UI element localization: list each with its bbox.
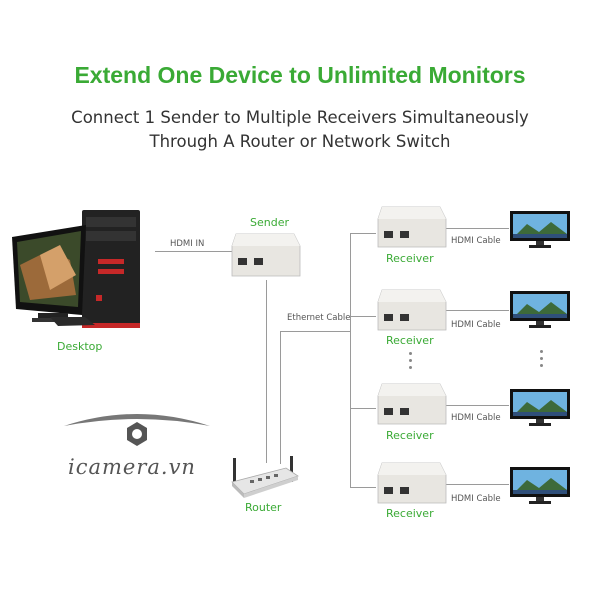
monitor-2-icon bbox=[510, 291, 570, 328]
monitor-1-icon bbox=[510, 211, 570, 248]
router-label: Router bbox=[245, 501, 282, 514]
receiver-4-label: Receiver bbox=[386, 507, 434, 520]
hdmi-cable-line-2 bbox=[445, 310, 509, 311]
sender-label: Sender bbox=[250, 216, 289, 229]
hdmi-cable-line-4 bbox=[445, 484, 509, 485]
hdmi-cable-line-3 bbox=[445, 405, 509, 406]
router-icon bbox=[231, 456, 299, 498]
hdmi-cable-4-label: HDMI Cable bbox=[451, 494, 501, 504]
hdmi-in-line bbox=[155, 251, 235, 252]
receiver-2-label: Receiver bbox=[386, 334, 434, 347]
watermark-brand: icamera.vn bbox=[68, 455, 196, 479]
receiver-2-icon bbox=[377, 289, 447, 331]
desktop-label: Desktop bbox=[57, 340, 103, 353]
diagram-title: Extend One Device to Unlimited Monitors bbox=[74, 62, 526, 88]
receiver-3-icon bbox=[377, 383, 447, 425]
bus-receiver-2-line bbox=[350, 316, 376, 317]
receiver-1-icon bbox=[377, 206, 447, 248]
hdmi-cable-1-label: HDMI Cable bbox=[451, 236, 501, 246]
hdmi-cable-3-label: HDMI Cable bbox=[451, 413, 501, 423]
bus-receiver-1-line bbox=[350, 233, 376, 234]
sender-router-line-1 bbox=[266, 280, 267, 463]
sender-device-icon bbox=[231, 233, 301, 277]
sender-router-line-2 bbox=[280, 331, 281, 464]
receiver-4-icon bbox=[377, 462, 447, 504]
ethernet-bus-line bbox=[350, 233, 351, 487]
receiver-continuation-dots bbox=[409, 348, 413, 373]
receiver-1-label: Receiver bbox=[386, 252, 434, 265]
watermark-logo-icon bbox=[64, 414, 210, 446]
monitor-4-icon bbox=[510, 467, 570, 504]
hdmi-in-label: HDMI IN bbox=[170, 239, 205, 249]
bus-receiver-3-line bbox=[350, 408, 376, 409]
receiver-3-label: Receiver bbox=[386, 429, 434, 442]
monitor-3-icon bbox=[510, 389, 570, 426]
subtitle-line-1: Connect 1 Sender to Multiple Receivers S… bbox=[71, 108, 529, 127]
ethernet-trunk-line bbox=[280, 331, 350, 332]
subtitle-line-2: Through A Router or Network Switch bbox=[149, 132, 451, 151]
hdmi-cable-line-1 bbox=[445, 228, 509, 229]
bus-receiver-4-line bbox=[350, 487, 376, 488]
monitor-continuation-dots bbox=[540, 346, 544, 371]
desktop-computer-icon bbox=[12, 210, 140, 328]
ethernet-cable-label: Ethernet Cable bbox=[287, 313, 351, 323]
hdmi-cable-2-label: HDMI Cable bbox=[451, 320, 501, 330]
diagram-subtitle: Connect 1 Sender to Multiple Receivers S… bbox=[0, 106, 600, 154]
